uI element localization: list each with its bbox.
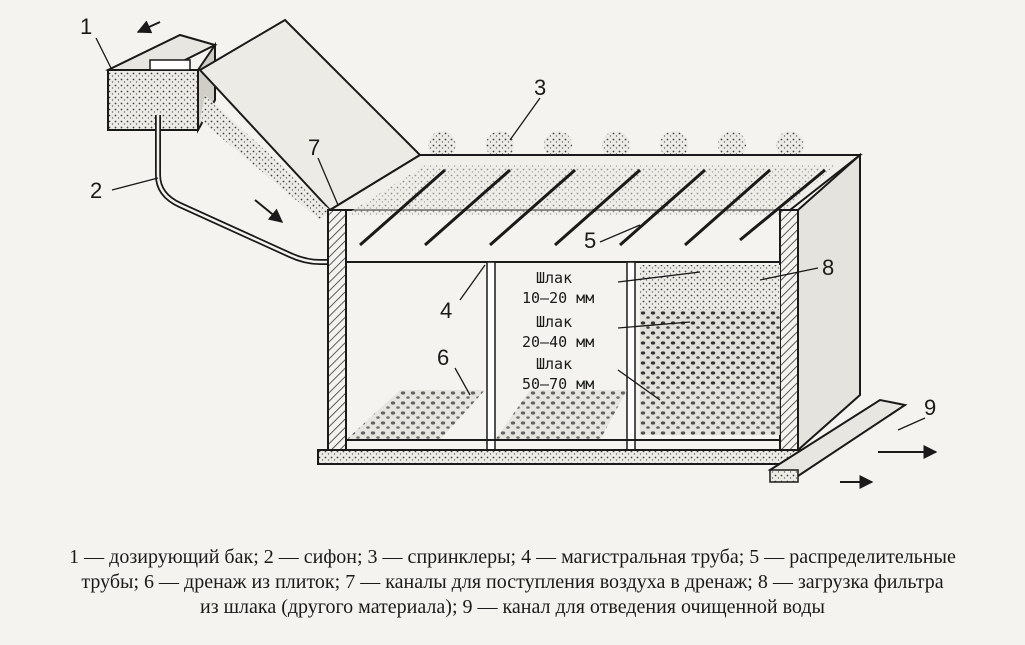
callout-9: 9 [924, 395, 936, 420]
layer-3-size: 50–70 мм [522, 375, 594, 393]
left-wall [327, 209, 347, 451]
dosing-tank [105, 33, 218, 134]
layer-1-material: Шлак [536, 269, 572, 287]
callout-2: 2 [90, 178, 102, 203]
leader-lines [95, 37, 926, 431]
layer-1-size: 10–20 мм [522, 289, 594, 307]
tile-drainage [346, 390, 780, 441]
caption-line-1: 1 — дозирующий бак; 2 — сифон; 3 — сприн… [69, 546, 956, 568]
distribution-pipes [359, 168, 826, 247]
caption-line-2: трубы; 6 — дренаж из плиток; 7 — каналы … [81, 571, 944, 593]
callout-6: 6 [437, 345, 449, 370]
layer-2-size: 20–40 мм [522, 333, 594, 351]
callout-8: 8 [822, 255, 834, 280]
flow-arrows [136, 20, 938, 489]
sprinklers [428, 131, 804, 159]
filter-load-medium [640, 310, 780, 385]
filter-load-coarse [640, 385, 780, 435]
caption-line-3: из шлака (другого материала); 9 — канал … [200, 596, 825, 618]
outlet-channel [767, 398, 908, 483]
callout-7: 7 [308, 135, 320, 160]
base-slab [317, 449, 811, 465]
right-wall [779, 209, 799, 451]
callout-3: 3 [534, 75, 546, 100]
layer-labels: Шлак 10–20 мм Шлак 20–40 мм Шлак 50–70 м… [522, 269, 594, 393]
figure-caption: 1 — дозирующий бак; 2 — сифон; 3 — сприн… [0, 545, 1025, 620]
callout-1: 1 [80, 14, 92, 39]
layer-2-material: Шлак [536, 313, 572, 331]
callout-5: 5 [584, 228, 596, 253]
layer-3-material: Шлак [536, 355, 572, 373]
callout-4: 4 [440, 298, 452, 323]
biofilter-diagram: 1 2 3 4 5 6 7 8 9 Шлак 10–20 мм Шлак 20–… [80, 14, 938, 489]
filter-load-fine [640, 265, 780, 310]
